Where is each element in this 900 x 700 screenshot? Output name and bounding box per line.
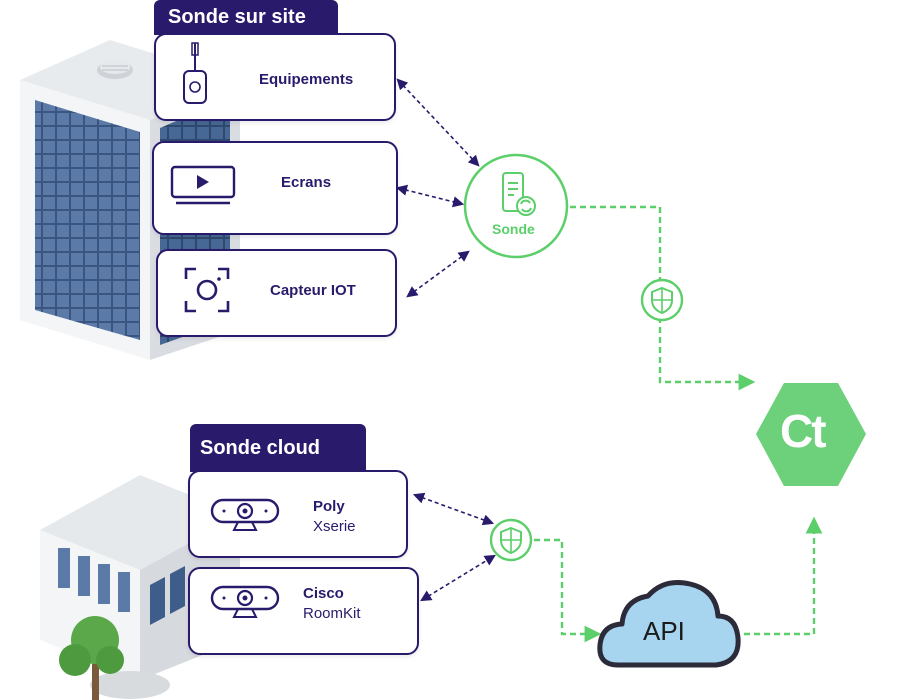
ct-logo-text: Ct	[780, 405, 827, 457]
connector-ecrans-sonde	[395, 184, 465, 208]
connector-equipements-sonde	[396, 78, 480, 167]
sonde-hub-label: Sonde	[492, 221, 535, 237]
device-label-cisco: Cisco	[303, 585, 344, 602]
server-sync-icon	[502, 172, 536, 216]
connector-capteur-sonde	[406, 250, 470, 298]
device-card-capteur: Capteur IOT	[156, 249, 397, 337]
connector-poly-shield	[412, 492, 495, 526]
device-sublabel-poly: Xserie	[313, 518, 356, 535]
section-title-site: Sonde sur site	[154, 0, 338, 35]
ct-logo-hexagon	[756, 383, 866, 486]
device-label-capteur: Capteur IOT	[270, 282, 356, 299]
device-label-ecrans: Ecrans	[281, 174, 332, 191]
device-label-equipements: Equipements	[259, 71, 354, 88]
hdmi-dongle-icon	[183, 42, 207, 104]
camera-sensor-icon	[184, 267, 230, 313]
screen-play-icon	[170, 165, 236, 205]
device-sublabel-cisco: RoomKit	[303, 605, 361, 622]
connector-api-ct	[734, 516, 823, 636]
device-card-cisco: Cisco RoomKit	[188, 567, 419, 655]
connector-cisco-shield	[420, 554, 496, 602]
device-card-equipements: Equipements	[154, 33, 396, 121]
webcam-icon	[210, 585, 280, 618]
cloud-shield-badge	[489, 518, 533, 562]
device-label-poly: Poly	[313, 498, 345, 515]
device-card-poly: Poly Xserie	[188, 470, 408, 558]
api-label: API	[643, 616, 685, 646]
webcam-icon	[210, 498, 280, 531]
connector-sonde-ct	[570, 205, 756, 391]
connector-shield-api	[534, 538, 602, 643]
section-title-cloud: Sonde cloud	[190, 424, 366, 472]
tree-illustration	[59, 616, 170, 700]
api-cloud-shape	[597, 580, 741, 668]
device-card-ecrans: Ecrans	[152, 141, 398, 235]
security-shield-badge	[640, 278, 684, 322]
